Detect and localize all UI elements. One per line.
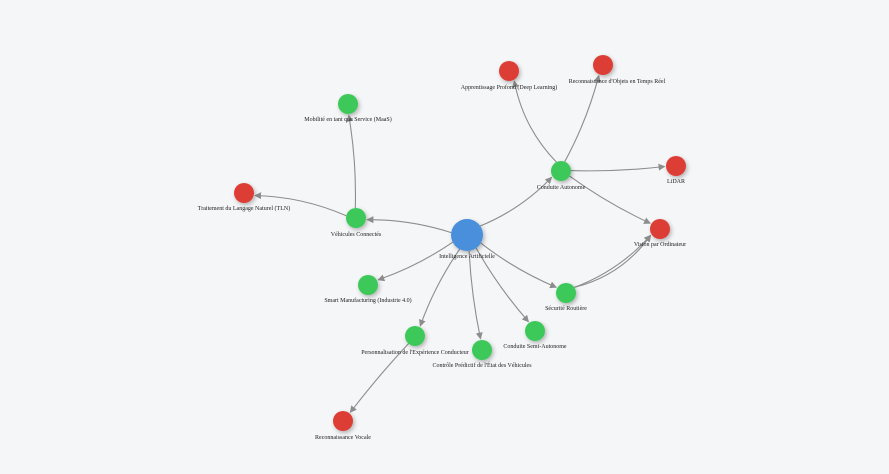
node-label-reco_voc: Reconnaissance Vocale <box>315 435 371 441</box>
node-label-perso: Personnalisation de l'Expérience Conduct… <box>361 350 469 356</box>
edge-ia-to-perso <box>419 248 461 327</box>
nodes-layer: Intelligence Artificielle Conduite Autono… <box>198 55 686 441</box>
edges-layer <box>254 74 666 413</box>
node-label-maas: Mobilité en tant que Service (MaaS) <box>304 116 391 123</box>
node-lidar[interactable]: LiDAR <box>666 156 686 185</box>
node-ia[interactable]: Intelligence Artificielle <box>439 219 495 260</box>
node-circle-semi[interactable] <box>525 321 545 341</box>
edge-vehicules-to-tln <box>254 192 347 217</box>
node-circle-smart[interactable] <box>358 275 378 295</box>
node-circle-vision[interactable] <box>650 219 670 239</box>
edge-securite-to-vision <box>574 234 652 288</box>
edge-conduite_auto-to-deep <box>512 80 557 163</box>
node-label-lidar: LiDAR <box>667 179 685 185</box>
node-label-semi: Conduite Semi-Autonome <box>503 344 566 350</box>
node-perso[interactable]: Personnalisation de l'Expérience Conduct… <box>361 326 469 356</box>
node-label-reco_obj: Reconnaissance d'Objets en Temps Réel <box>569 79 666 85</box>
node-circle-lidar[interactable] <box>666 156 686 176</box>
node-label-vehicules: Véhicules Connectés <box>331 232 382 238</box>
node-circle-deep[interactable] <box>499 61 519 81</box>
node-maas[interactable]: Mobilité en tant que Service (MaaS) <box>304 94 392 123</box>
node-circle-conduite_auto[interactable] <box>551 161 571 181</box>
node-label-deep: Apprentissage Profond (Deep Learning) <box>461 84 557 91</box>
node-smart[interactable]: Smart Manufacturing (Industrie 4.0) <box>324 275 412 304</box>
node-vehicules[interactable]: Véhicules Connectés <box>331 208 382 238</box>
node-semi[interactable]: Conduite Semi-Autonome <box>503 321 567 350</box>
edge-perso-to-reco_voc <box>349 343 409 413</box>
node-circle-securite[interactable] <box>556 283 576 303</box>
node-circle-controle[interactable] <box>472 340 492 360</box>
node-circle-perso[interactable] <box>405 326 425 346</box>
edge-conduite_auto-to-reco_obj <box>564 74 601 162</box>
node-controle[interactable]: Contrôle Prédictif de l'État des Véhicul… <box>432 340 532 369</box>
node-label-tln: Traitement du Langage Naturel (TLN) <box>198 205 290 212</box>
edge-ia-to-vehicules <box>366 216 452 234</box>
edge-securite-to-vision <box>574 234 652 288</box>
node-tln[interactable]: Traitement du Langage Naturel (TLN) <box>198 183 290 212</box>
node-vision[interactable]: Vision par Ordinateur <box>634 219 686 248</box>
node-reco_voc[interactable]: Reconnaissance Vocale <box>315 411 371 441</box>
node-conduite_auto[interactable]: Conduite Autonome <box>537 161 586 191</box>
edge-ia-to-semi <box>475 247 530 323</box>
node-circle-vehicules[interactable] <box>346 208 366 228</box>
edge-conduite_auto-to-lidar <box>570 163 666 172</box>
node-circle-reco_obj[interactable] <box>593 55 613 75</box>
node-reco_obj[interactable]: Reconnaissance d'Objets en Temps Réel <box>569 55 666 85</box>
edge-ia-to-smart <box>377 241 454 282</box>
node-circle-reco_voc[interactable] <box>333 411 353 431</box>
edge-conduite_auto-to-vision <box>569 175 652 224</box>
node-deep[interactable]: Apprentissage Profond (Deep Learning) <box>461 61 557 91</box>
node-circle-ia[interactable] <box>451 219 483 251</box>
node-label-vision: Vision par Ordinateur <box>634 242 686 248</box>
node-label-smart: Smart Manufacturing (Industrie 4.0) <box>324 297 411 304</box>
node-label-conduite_auto: Conduite Autonome <box>537 185 586 191</box>
node-circle-maas[interactable] <box>338 94 358 114</box>
node-label-securite: Sécurité Routière <box>545 306 587 312</box>
node-label-ia: Intelligence Artificielle <box>439 253 495 260</box>
edge-ia-to-conduite_auto <box>479 176 553 227</box>
edge-ia-to-securite <box>480 242 558 289</box>
edge-vehicules-to-maas <box>346 114 357 209</box>
node-circle-tln[interactable] <box>234 183 254 203</box>
edge-ia-to-controle <box>468 250 483 340</box>
node-securite[interactable]: Sécurité Routière <box>545 283 587 312</box>
node-label-controle: Contrôle Prédictif de l'État des Véhicul… <box>432 361 532 369</box>
